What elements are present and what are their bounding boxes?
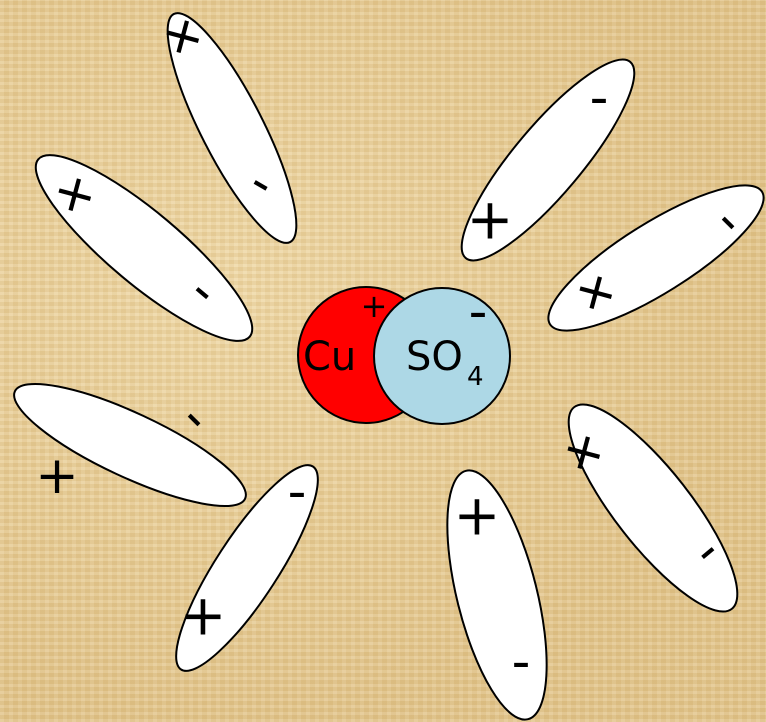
sulfate-ion-charge: - bbox=[469, 282, 488, 342]
copper-ion-charge: + bbox=[361, 287, 388, 325]
negative-pole-label: - bbox=[590, 68, 609, 128]
positive-pole-label: + bbox=[35, 446, 79, 506]
negative-pole-label: - bbox=[288, 462, 307, 522]
positive-pole-label: + bbox=[454, 484, 501, 549]
positive-pole-label: + bbox=[180, 584, 227, 649]
water-molecule-1: + - bbox=[146, 0, 317, 256]
water-molecule-5: + - bbox=[427, 461, 567, 722]
positive-pole-label: + bbox=[467, 188, 514, 253]
water-molecule-6: + - bbox=[544, 384, 761, 633]
sulfate-ion-subscript: 4 bbox=[467, 362, 484, 392]
water-molecule-3: + - bbox=[1, 362, 258, 527]
sulfate-ion-label: SO bbox=[406, 334, 463, 380]
copper-sulfate-ion-pair: + - Cu SO 4 bbox=[298, 282, 510, 424]
negative-pole-label: - bbox=[168, 390, 224, 446]
negative-pole-label: - bbox=[512, 632, 531, 692]
copper-ion-label: Cu bbox=[303, 334, 356, 380]
